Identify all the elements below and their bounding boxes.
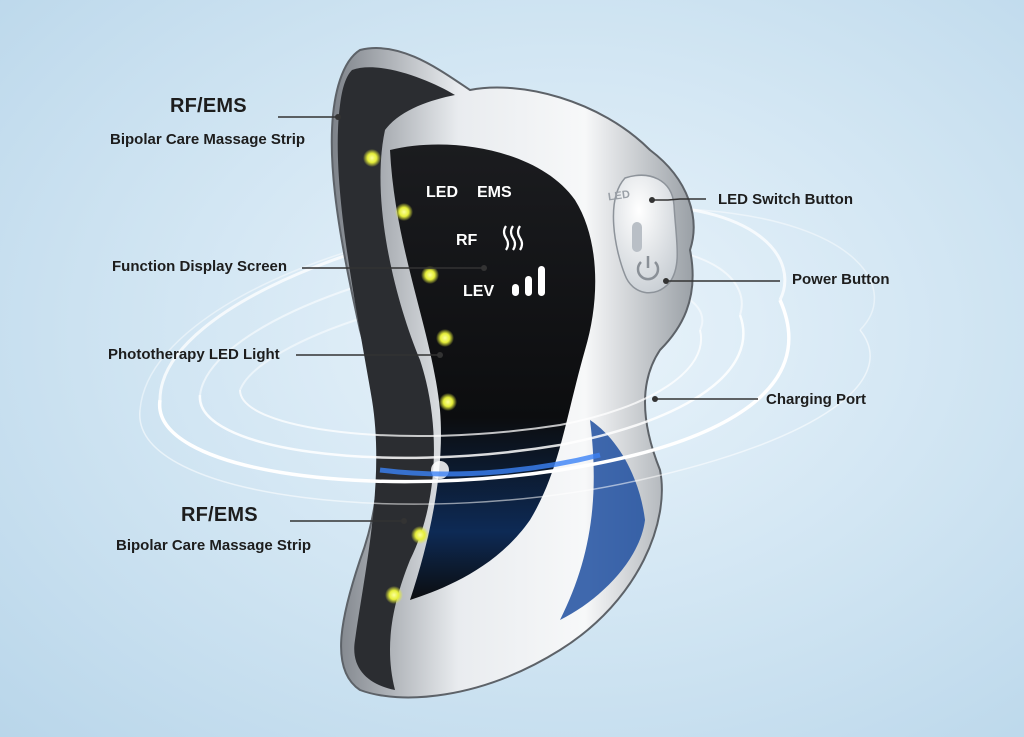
led-dot bbox=[385, 586, 403, 604]
signal-bars-icon bbox=[512, 266, 545, 296]
function-display-screen bbox=[390, 144, 596, 600]
screen-rf-label: RF bbox=[456, 232, 478, 249]
led-dot bbox=[411, 526, 429, 544]
function-display-label: Function Display Screen bbox=[112, 258, 288, 275]
phototherapy-led-label: Phototherapy LED Light bbox=[108, 346, 280, 363]
led-dot bbox=[363, 149, 381, 167]
led-dot bbox=[436, 329, 454, 347]
rf-ems-bottom-title: RF/EMS bbox=[181, 504, 258, 526]
led-dot bbox=[439, 393, 457, 411]
phototherapy-led-lights bbox=[363, 149, 457, 604]
led-switch-label: LED Switch Button bbox=[718, 191, 853, 208]
blue-reflection bbox=[560, 420, 645, 620]
power-button-label: Power Button bbox=[792, 271, 890, 288]
swirl-rings-front bbox=[139, 299, 871, 505]
rf-ems-top-subtitle: Bipolar Care Massage Strip bbox=[110, 131, 306, 148]
massage-strip bbox=[337, 67, 455, 690]
screen-led-label: LED bbox=[426, 184, 458, 201]
led-dot bbox=[421, 266, 439, 284]
leader-lines bbox=[278, 116, 780, 522]
rf-ems-bottom-subtitle: Bipolar Care Massage Strip bbox=[116, 537, 312, 554]
power-icon bbox=[636, 256, 660, 281]
screen-ems-label: EMS bbox=[477, 184, 512, 201]
charging-port-label: Charging Port bbox=[766, 391, 866, 408]
rf-ems-top-title: RF/EMS bbox=[170, 95, 247, 117]
leader-dots bbox=[335, 114, 669, 524]
led-dot bbox=[395, 203, 413, 221]
screen-lev-label: LEV bbox=[463, 283, 495, 300]
button-pod bbox=[612, 174, 678, 294]
heat-wave-icon bbox=[502, 225, 524, 251]
